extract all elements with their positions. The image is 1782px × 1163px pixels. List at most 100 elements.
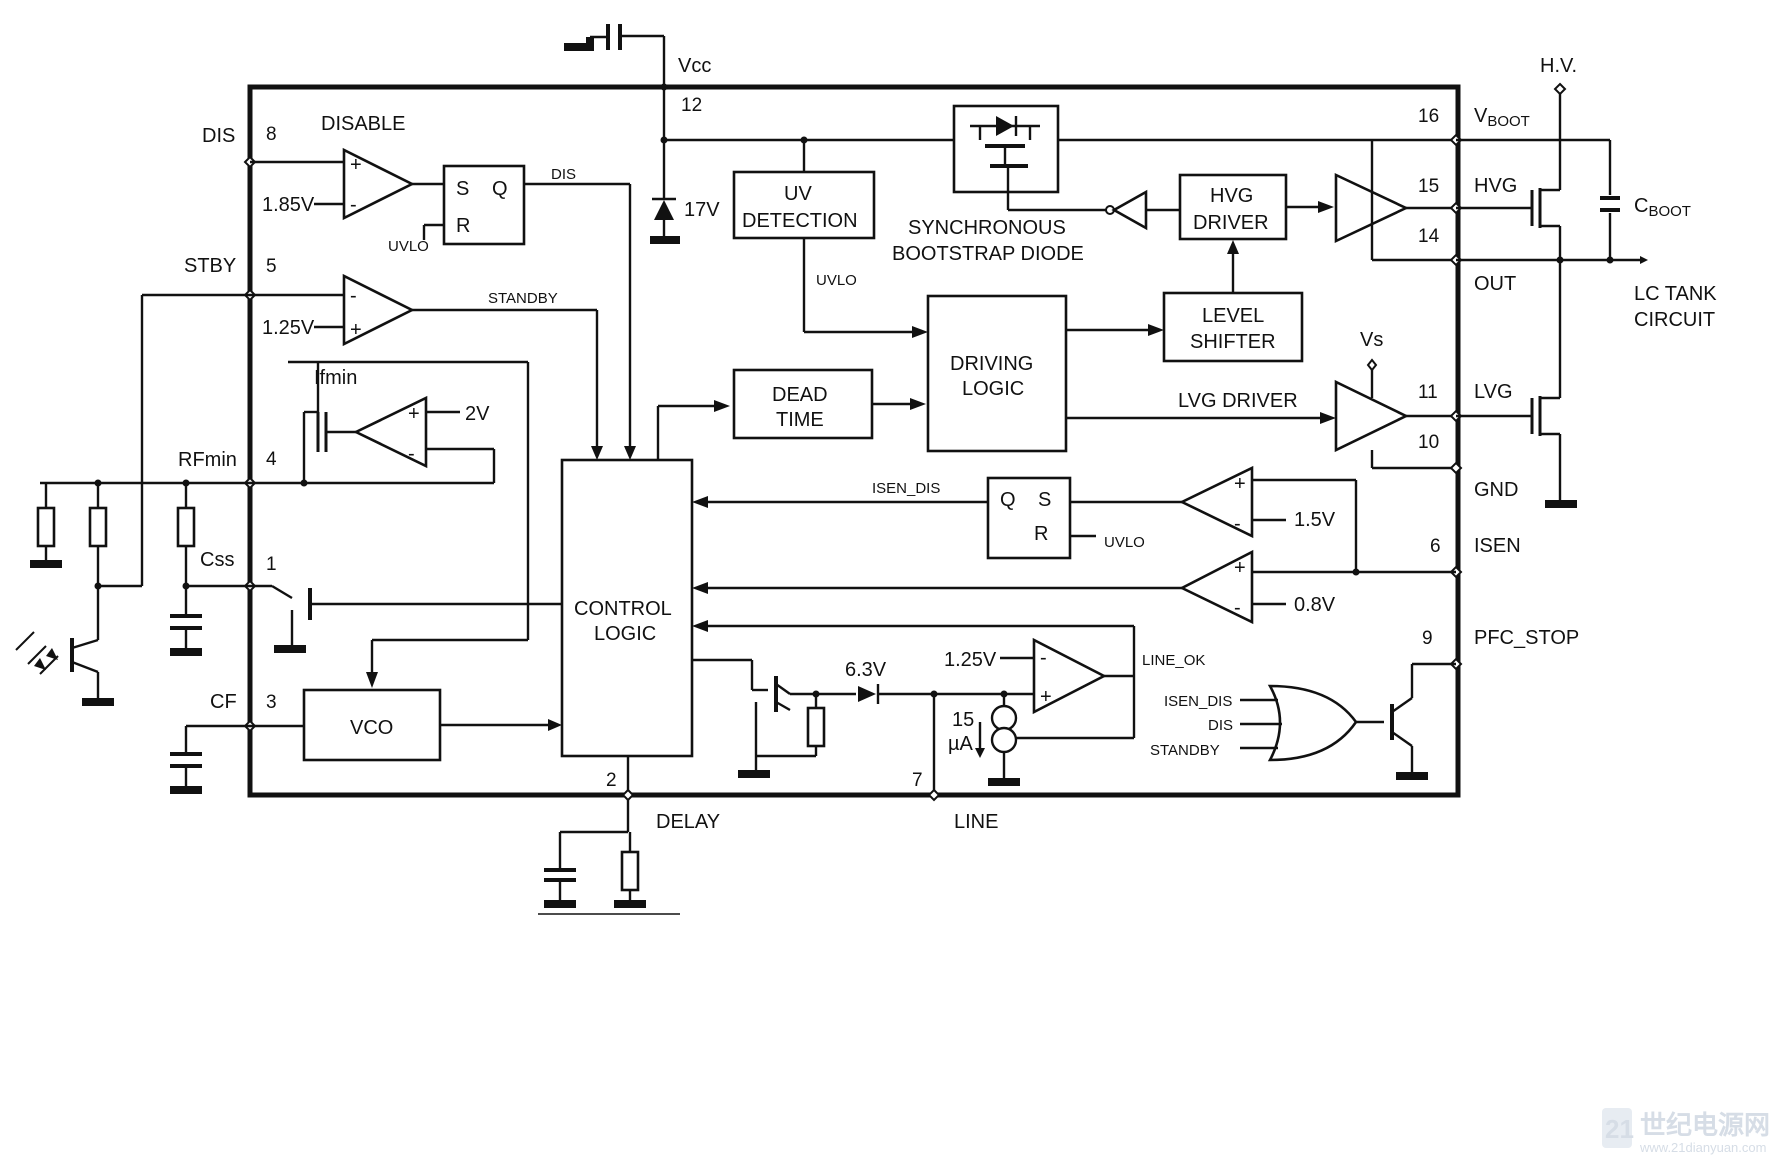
hvg-drv-label-2: DRIVER <box>1193 212 1269 234</box>
pin-7: 7 <box>912 770 923 791</box>
driving-logic-block: DRIVING LOGIC LVG DRIVER <box>926 294 1336 453</box>
pin-cf-label: CF <box>210 691 237 713</box>
isen-comparator-1v5: + - 1.5V <box>1179 465 1358 572</box>
sync-label-2: BOOTSTRAP DIODE <box>892 243 1084 265</box>
sr2-r: R <box>1034 523 1048 545</box>
disable-label: DISABLE <box>321 113 405 135</box>
watermark-url: www.21dianyuan.com <box>1639 1140 1766 1155</box>
pin-6: 6 <box>1430 536 1441 557</box>
or-input-isen-dis: ISEN_DIS <box>1164 693 1232 710</box>
pin-css-label: Css <box>200 549 234 571</box>
current-source-value: 15 <box>952 709 974 731</box>
stby-comp-plus: + <box>350 319 362 341</box>
or-input-standby: STANDBY <box>1150 742 1220 759</box>
level-shifter-block: LEVEL SHIFTER <box>1162 291 1304 363</box>
dead-label-2: TIME <box>776 409 824 431</box>
uv-label-1: UV <box>784 183 812 205</box>
current-source-unit: µA <box>948 733 974 755</box>
pin-1: 1 <box>266 554 277 575</box>
watermark: 21 世纪电源网 www.21dianyuan.com <box>1602 1108 1770 1155</box>
sr-latch-disable: S Q R UVLO DIS <box>388 164 636 460</box>
inverter-buffer <box>1105 189 1180 231</box>
line-comp-minus: - <box>1040 647 1047 669</box>
isen-dis-signal: ISEN_DIS <box>872 480 940 497</box>
line-label: LINE <box>954 811 998 833</box>
pin-15: 15 <box>1418 176 1439 197</box>
stby-comp-minus: - <box>350 285 357 307</box>
external-half-bridge: CBOOT H.V. LC TANK CIRCUIT <box>1456 55 1717 508</box>
pin-14: 14 <box>1418 226 1440 247</box>
pin-3: 3 <box>266 692 277 713</box>
sr2-uvlo: UVLO <box>1104 534 1145 551</box>
or-input-dis: DIS <box>1208 717 1233 734</box>
cboot-label: CBOOT <box>1634 195 1691 220</box>
ifmin-comp-minus: - <box>408 443 415 465</box>
sr1-q: Q <box>492 178 508 200</box>
left-external-network <box>15 293 250 794</box>
pin-rfmin-label: RFmin <box>178 449 237 471</box>
bottom-pins: 2 DELAY 7 LINE <box>538 756 998 915</box>
pin-stby-label: STBY <box>184 255 236 277</box>
hvg-drv-label-1: HVG <box>1210 185 1253 207</box>
disable-comparator: + - 1.85V <box>250 147 444 221</box>
driving-label-2: LOGIC <box>962 378 1024 400</box>
vco-block: VCO <box>302 638 562 762</box>
ifmin-comp-plus: + <box>408 403 420 425</box>
ifmin-label: Ifmin <box>314 367 357 389</box>
output-stage-rails <box>1370 140 1456 470</box>
vco-label: VCO <box>350 717 393 739</box>
sr2-s: S <box>1038 489 1051 511</box>
lvg-driver-label: LVG DRIVER <box>1178 390 1298 412</box>
level-label-2: SHIFTER <box>1190 331 1276 353</box>
control-label-2: LOGIC <box>594 623 656 645</box>
disable-comp-minus: - <box>350 194 357 216</box>
vcc-supply: Vcc 12 <box>564 24 1456 144</box>
vcc-label: Vcc <box>678 55 711 77</box>
isen1-minus: - <box>1234 513 1241 535</box>
uv-label-2: DETECTION <box>742 210 858 232</box>
standby-signal: STANDBY <box>488 290 558 307</box>
isen-pin-label: ISEN <box>1474 535 1521 557</box>
lvg-driver-buffer: Vs <box>1334 329 1409 453</box>
out-pin-label: OUT <box>1474 273 1516 295</box>
ifmin-ref: 2V <box>465 403 490 425</box>
lvg-pin-label: LVG <box>1474 381 1513 403</box>
lc-tank-label-1: LC TANK <box>1634 283 1717 305</box>
soft-start-transistor <box>250 584 562 653</box>
control-label-1: CONTROL <box>574 598 672 620</box>
isen-comparator-0v8: + - 0.8V <box>692 549 1456 625</box>
pin-5: 5 <box>266 256 277 277</box>
sync-label-1: SYNCHRONOUS <box>908 217 1066 239</box>
vboot-label: VBOOT <box>1474 105 1530 130</box>
pin-11: 11 <box>1418 382 1438 403</box>
pin-8: 8 <box>266 124 277 145</box>
pin-10: 10 <box>1418 432 1439 453</box>
zener-17v: 17V <box>650 140 720 244</box>
sr1-r: R <box>456 215 470 237</box>
stby-threshold: 1.25V <box>262 317 315 339</box>
dis-signal: DIS <box>551 166 576 183</box>
watermark-title: 世纪电源网 <box>1640 1110 1770 1140</box>
pfc-stop-pin-label: PFC_STOP <box>1474 627 1579 649</box>
line-ok-signal: LINE_OK <box>1142 652 1205 669</box>
dead-time-block: DEAD TIME <box>656 368 926 460</box>
disable-comp-plus: + <box>350 154 362 176</box>
uv-uvlo-signal: UVLO <box>816 272 857 289</box>
delay-label: DELAY <box>656 811 720 833</box>
line-ok-section: - + 1.25V LINE_OK 6.3V <box>692 620 1205 795</box>
isen2-threshold: 0.8V <box>1294 594 1336 616</box>
pfc-stop-or-gate: ISEN_DIS DIS STANDBY <box>1150 662 1456 780</box>
driving-label-1: DRIVING <box>950 353 1033 375</box>
hv-label: H.V. <box>1540 55 1577 77</box>
bootstrap-diode-block: SYNCHRONOUS BOOTSTRAP DIODE <box>892 104 1106 265</box>
isen1-threshold: 1.5V <box>1294 509 1336 531</box>
sr1-uvlo: UVLO <box>388 238 429 255</box>
pin-12: 12 <box>681 95 702 116</box>
isen1-plus: + <box>1234 473 1246 495</box>
pin-9: 9 <box>1422 628 1433 649</box>
uv-detection-block: UV DETECTION UVLO <box>732 136 928 338</box>
gnd-pin-label: GND <box>1474 479 1518 501</box>
watermark-badge: 21 <box>1605 1114 1634 1144</box>
isen-disable-latch: Q S R UVLO ISEN_DIS <box>692 476 1182 560</box>
